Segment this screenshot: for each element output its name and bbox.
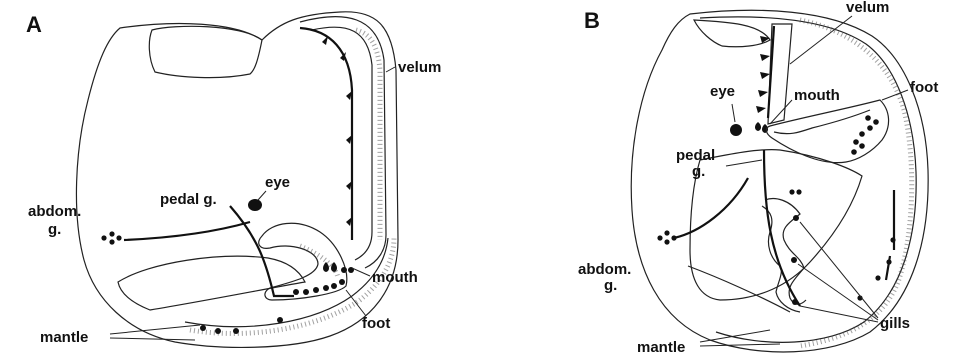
panel-a-label-mouth: mouth xyxy=(372,269,418,286)
panel-b-mantle-bar xyxy=(886,190,894,280)
panel-a-leader-mantle-2 xyxy=(110,338,195,340)
panel-b-mantle-stipple xyxy=(800,20,912,346)
panel-a-mouth-dots xyxy=(323,262,354,273)
panel-a-velum-inner xyxy=(312,27,372,260)
panel-b-leader-gills-2 xyxy=(798,264,878,320)
panel-b-label-pedal-1: pedal xyxy=(676,147,715,164)
panel-b-leader-mantle-2 xyxy=(700,344,780,346)
panel-b-mantle-dots xyxy=(857,237,895,300)
panel-a-leader-eye xyxy=(258,191,266,200)
panel-a-foot-stipple xyxy=(300,246,338,278)
panel-a-foot-dots xyxy=(293,279,345,295)
panel-a-nerve-abdominal xyxy=(124,222,250,240)
panel-b-leader-mantle-1 xyxy=(700,330,770,342)
panel-b-upper-flap xyxy=(694,20,770,47)
panel-b-label-foot: foot xyxy=(910,79,938,96)
panel-b-label-mouth: mouth xyxy=(794,87,840,104)
panel-a-label-foot: foot xyxy=(362,315,390,332)
panel-a-leader-mouth xyxy=(352,268,370,276)
panel-b-label-pedal-2: g. xyxy=(692,163,705,180)
panel-b-velum-cilia xyxy=(756,36,770,113)
panel-b-lower-lobe xyxy=(688,266,790,312)
panel-a-abdominal-ganglion xyxy=(101,231,121,244)
panel-b: B xyxy=(578,0,938,356)
panel-b-abdominal-ganglion xyxy=(657,230,676,244)
panel-a-eye xyxy=(248,199,262,211)
panel-a-nerve-pedal xyxy=(230,206,294,296)
panel-a-letter: A xyxy=(26,12,42,37)
panel-b-label-gills: gills xyxy=(880,315,910,332)
panel-b-eye xyxy=(730,124,742,136)
panel-a: A xyxy=(26,12,441,348)
panel-a-label-mantle: mantle xyxy=(40,329,88,346)
panel-b-letter: B xyxy=(584,8,600,33)
panel-a-leader-mantle-1 xyxy=(110,325,200,334)
panel-b-gill-dots xyxy=(789,189,801,305)
panel-a-label-abdom-2: g. xyxy=(48,221,61,238)
panel-a-label-eye: eye xyxy=(265,174,290,191)
panel-b-label-eye: eye xyxy=(710,83,735,100)
panel-a-label-abdom-1: abdom. xyxy=(28,203,81,220)
panel-b-nerve-abdominal xyxy=(674,178,748,238)
panel-b-leader-eye xyxy=(732,104,735,122)
panel-a-velum-stipple xyxy=(356,30,380,240)
panel-a-leader-velum xyxy=(386,67,395,72)
panel-b-leader-pedal xyxy=(726,160,762,166)
panel-b-label-abdom-1: abdom. xyxy=(578,261,631,278)
panel-b-foot-dots xyxy=(851,115,879,155)
panel-b-label-mantle: mantle xyxy=(637,339,685,356)
panel-b-nerve-pedal xyxy=(764,150,800,306)
panel-b-leader-gills-3 xyxy=(800,306,878,322)
panel-b-label-velum: velum xyxy=(846,0,889,16)
panel-b-label-abdom-2: g. xyxy=(604,277,617,294)
panel-a-upper-lobe xyxy=(149,26,262,77)
panel-a-label-velum: velum xyxy=(398,59,441,76)
panel-a-mantle-edge xyxy=(185,238,388,327)
panel-a-label-pedal: pedal g. xyxy=(160,191,217,208)
panel-b-leader-gills-1 xyxy=(800,222,878,318)
panel-a-leader-foot xyxy=(346,290,366,316)
panel-a-lower-lobe xyxy=(118,256,305,310)
